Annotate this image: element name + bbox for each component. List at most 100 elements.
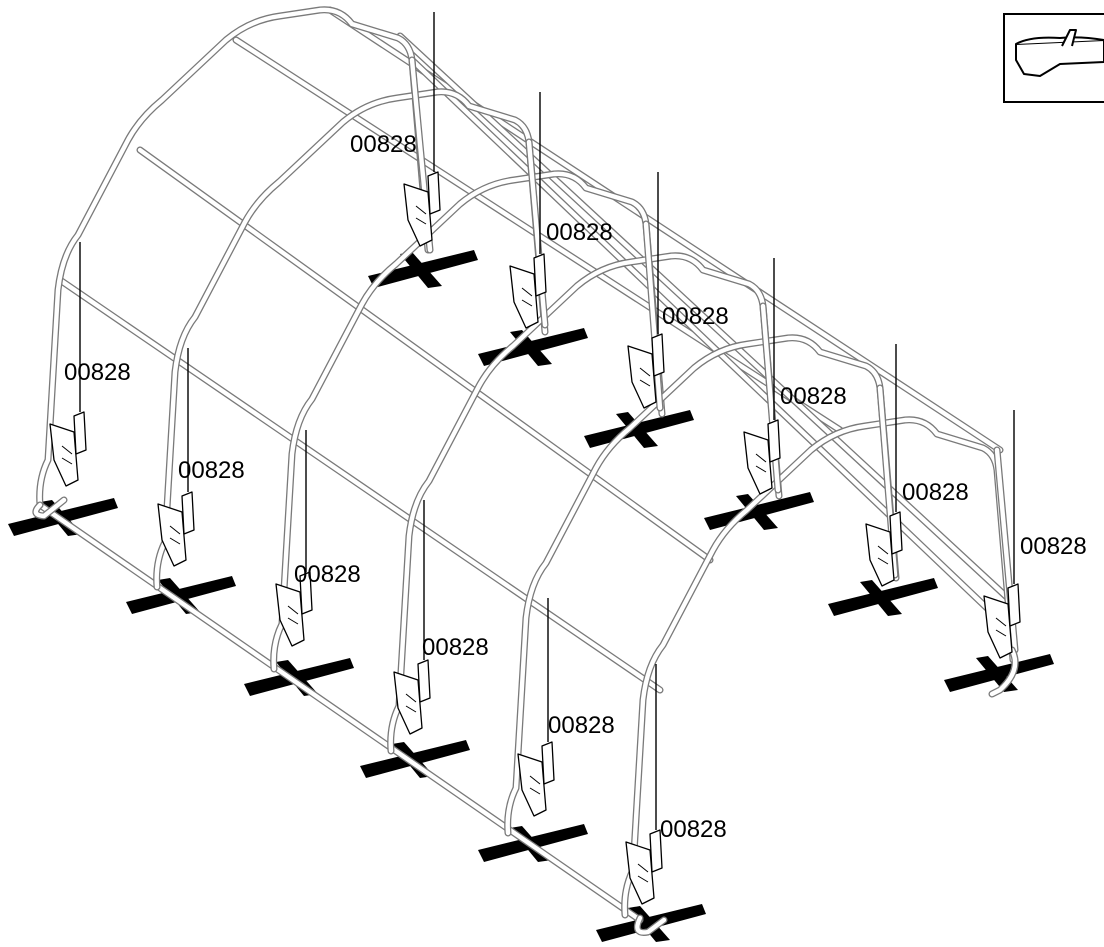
arch-6-fill <box>622 417 1016 918</box>
arch-4 <box>387 252 783 755</box>
ratchet-handle <box>427 171 441 215</box>
part-number-label: 00828 <box>178 457 245 484</box>
anchor-cross-4 <box>360 740 470 778</box>
purlin-1-fill <box>37 502 643 923</box>
anchor-cross-7 <box>368 250 478 288</box>
anchor-cross-3 <box>244 658 354 696</box>
part-number-label: 00828 <box>780 383 847 410</box>
back-foot-hook-fill <box>989 647 1018 697</box>
ratchet-body <box>983 595 1013 659</box>
anchor-cross-11 <box>828 578 938 616</box>
ratchet-handle <box>649 829 663 873</box>
ratchet-teeth <box>877 545 889 565</box>
ratchet-teeth <box>61 445 73 465</box>
arch-3 <box>270 170 666 673</box>
ratchet-teeth <box>521 287 533 307</box>
ratchet-teeth <box>405 693 417 713</box>
ratchet-tie-down-5 <box>517 741 555 817</box>
ratchet-handle <box>541 741 555 785</box>
purlin-5 <box>326 6 1004 454</box>
ratchet-handle <box>651 333 665 377</box>
part-callouts: 00828 00828 00828 00828 00828 00828 00828 00828… <box>64 12 1087 843</box>
anchor-bar-short <box>616 412 658 448</box>
front-foot-hook-last-fill <box>635 915 667 935</box>
ratchet-teeth <box>755 453 767 473</box>
ratchet-tie-down-9 <box>627 333 665 409</box>
ratchet-tie-down-1 <box>49 411 87 487</box>
ratchet-tie-downs <box>49 171 1021 905</box>
ratchet-teeth <box>169 525 181 545</box>
anchor-cross-6 <box>596 904 706 942</box>
ratchet-tie-down-3 <box>275 571 313 647</box>
front-foot-hook-1 <box>32 496 68 520</box>
ratchet-body <box>865 523 895 587</box>
part-number-label: 00828 <box>294 561 361 588</box>
back-leg-3 <box>642 220 664 412</box>
anchor-cross-2 <box>126 576 236 614</box>
ratchet-teeth <box>529 775 541 795</box>
front-foot-hook-last <box>633 914 668 936</box>
ratchet-tie-down-4 <box>393 659 431 735</box>
part-number-label: 00828 <box>660 816 727 843</box>
purlin-6-fill <box>397 33 1013 603</box>
ratchet-handle <box>533 253 547 297</box>
ratchet-tie-down-2 <box>157 491 195 567</box>
back-leg-2-fill <box>526 139 548 328</box>
ratchet-tie-down-12 <box>983 583 1021 659</box>
arch-6 <box>621 416 1017 919</box>
anchor-cross-9 <box>584 410 694 448</box>
part-number-label: 00828 <box>350 131 417 158</box>
arch-5-outline <box>504 334 900 837</box>
arch-2-outline <box>153 88 549 591</box>
arch-2-fill <box>154 89 548 590</box>
ground-anchors <box>8 250 1054 942</box>
ratchet-tie-down-11 <box>865 511 903 587</box>
ratchet-handle <box>767 419 781 463</box>
ratchet-body <box>403 183 433 247</box>
purlin-2 <box>56 276 664 694</box>
ratchet-tie-down-8 <box>509 253 547 329</box>
back-leg-3-fill <box>643 221 663 411</box>
ratchet-body <box>393 671 423 735</box>
part-number-label: 00828 <box>902 479 969 506</box>
ratchet-handle <box>73 411 87 455</box>
purlin-1 <box>36 501 644 924</box>
ratchet-teeth <box>637 863 649 883</box>
purlin-7 <box>408 56 1014 634</box>
ratchet-body <box>517 753 547 817</box>
ratchet-tie-down-6 <box>625 829 663 905</box>
purlin-6 <box>396 32 1014 604</box>
anchor-bar-short <box>736 494 778 530</box>
arch-4-fill <box>388 253 782 754</box>
part-number-label: 00828 <box>422 634 489 661</box>
part-number-label: 00828 <box>662 303 729 330</box>
ratchet-teeth <box>995 617 1007 637</box>
arch-2 <box>153 88 549 591</box>
part-number-label: 00828 <box>548 712 615 739</box>
ratchet-handle <box>1007 583 1021 627</box>
arch-1-outline <box>36 6 432 509</box>
ratchet-tie-down-7 <box>403 171 441 247</box>
back-foot-hook <box>988 646 1019 698</box>
arch-5-fill <box>505 335 899 836</box>
ratchet-body <box>627 345 657 409</box>
ratchet-teeth <box>415 205 427 225</box>
purlin-3-fill <box>137 147 713 563</box>
arch-3-outline <box>270 170 666 673</box>
ratchet-body <box>49 423 79 487</box>
anchor-bar-short <box>400 252 442 288</box>
part-number-label: 00828 <box>64 359 131 386</box>
ratchet-body <box>625 841 655 905</box>
safety-glasses-icon <box>1015 29 1104 77</box>
part-number-label: 00828 <box>546 219 613 246</box>
shelter-frame <box>32 6 1019 936</box>
part-number-label: 00828 <box>1020 533 1087 560</box>
back-leg-2 <box>525 138 549 329</box>
ratchet-handle <box>889 511 903 555</box>
safety-glasses-symbol <box>1003 13 1104 103</box>
ratchet-body <box>743 431 773 495</box>
ratchet-teeth <box>287 605 299 625</box>
ratchet-handle <box>181 491 195 535</box>
arch-1-fill <box>37 7 431 508</box>
ratchet-teeth <box>639 367 651 387</box>
